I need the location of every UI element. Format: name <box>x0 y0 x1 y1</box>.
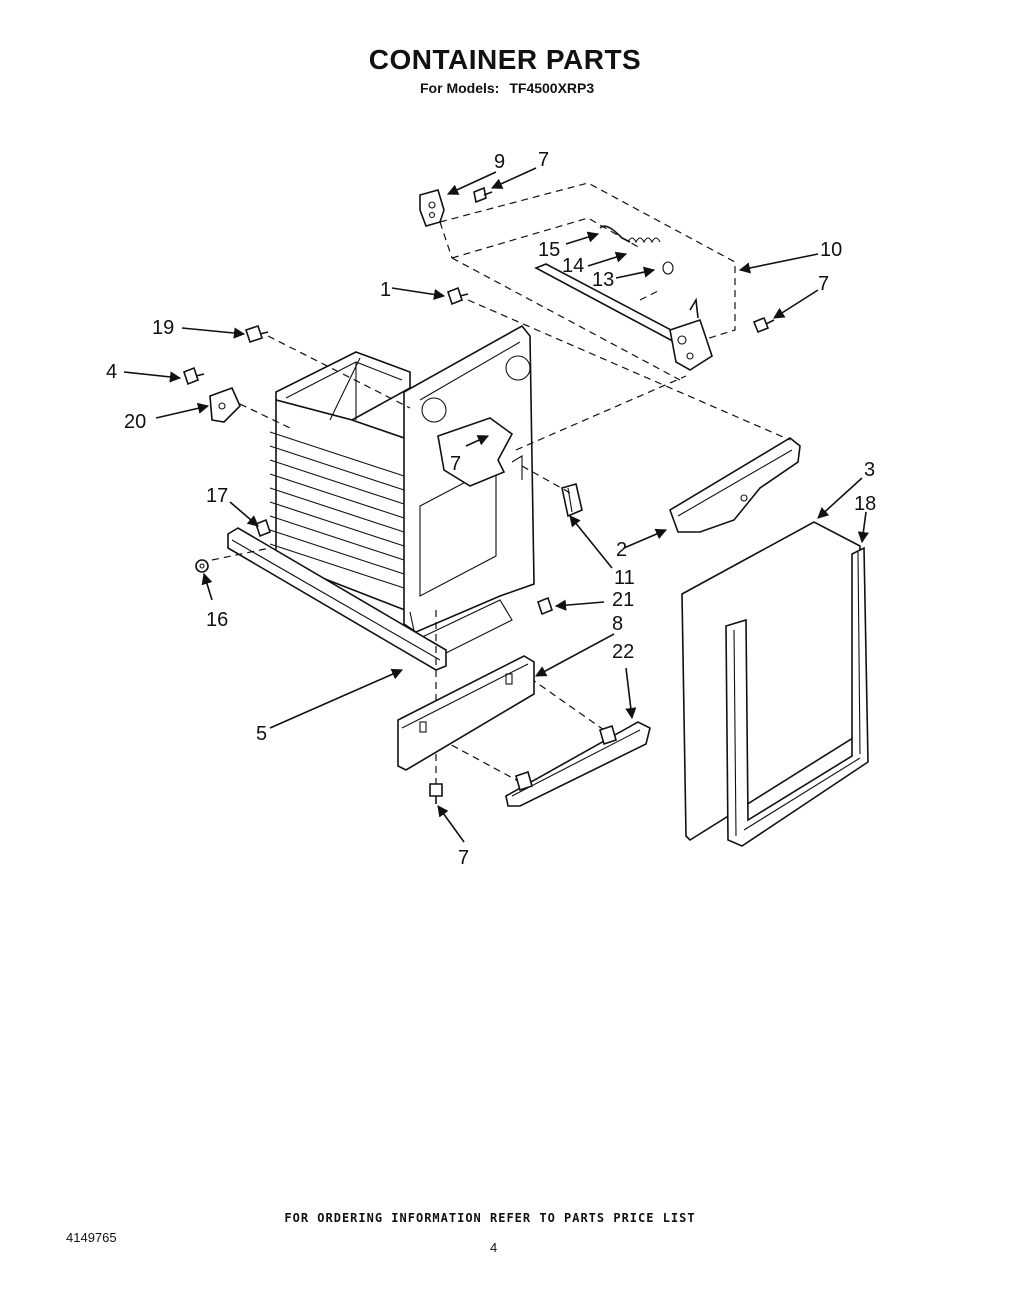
screw <box>752 316 775 334</box>
callout-10: 10 <box>820 239 842 261</box>
screw <box>195 559 209 573</box>
door-handle <box>505 721 651 807</box>
screw <box>183 366 205 386</box>
callout-7: 7 <box>538 149 549 171</box>
screw <box>537 596 553 616</box>
screw <box>447 286 469 306</box>
callout-19: 19 <box>152 317 174 339</box>
fastener <box>255 518 271 538</box>
lower-bracket <box>397 655 535 771</box>
callout-9: 9 <box>494 151 505 173</box>
leader-arrows <box>123 167 869 843</box>
callout-4: 4 <box>106 361 117 383</box>
callout-7: 7 <box>458 847 469 869</box>
callout-22: 22 <box>612 641 634 663</box>
callout-16: 16 <box>206 609 228 631</box>
model-number: TF4500XRP3 <box>509 80 595 96</box>
door-gasket-frame <box>725 546 869 847</box>
container-body <box>269 324 535 661</box>
screw <box>429 783 443 804</box>
document-number: 4149765 <box>66 1230 117 1245</box>
screw <box>473 186 493 204</box>
callout-20: 20 <box>124 411 146 433</box>
clip <box>561 482 583 518</box>
callout-18: 18 <box>854 493 876 515</box>
callout-17: 17 <box>206 485 228 507</box>
callout-1: 1 <box>380 279 391 301</box>
callout-13: 13 <box>592 269 614 291</box>
callout-2: 2 <box>616 539 627 561</box>
door-panel <box>681 521 861 842</box>
mounting-bracket <box>209 386 241 423</box>
models-line: For Models: TF4500XRP3 <box>420 80 594 96</box>
callout-7: 7 <box>450 453 461 475</box>
ordering-note: FOR ORDERING INFORMATION REFER TO PARTS … <box>284 1211 696 1225</box>
slide-rail <box>669 437 801 533</box>
callout-14: 14 <box>562 255 584 277</box>
callout-15: 15 <box>538 239 560 261</box>
page-title: CONTAINER PARTS <box>368 44 642 75</box>
screw <box>244 324 269 344</box>
callout-8: 8 <box>612 613 623 635</box>
bottom-rail <box>227 527 447 671</box>
page-number: 4 <box>490 1240 498 1255</box>
right-hinge-bracket <box>669 318 713 371</box>
callout-11: 11 <box>614 567 635 589</box>
callout-3: 3 <box>864 459 875 481</box>
models-label: For Models: <box>420 80 500 96</box>
hinge-bracket <box>419 189 445 227</box>
callout-5: 5 <box>256 723 267 745</box>
callout-21: 21 <box>612 589 634 611</box>
callout-7: 7 <box>818 273 829 295</box>
